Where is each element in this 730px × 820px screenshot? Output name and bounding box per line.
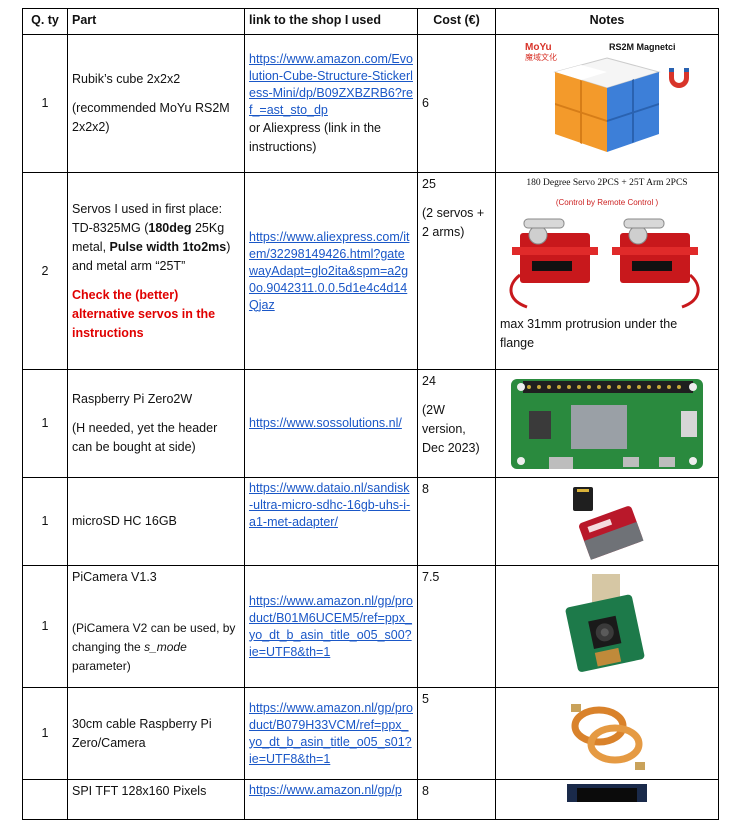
header-link: link to the shop I used <box>244 8 418 35</box>
part-text: ) and metal arm “25T” <box>72 239 231 273</box>
shop-link[interactable]: https://www.sossolutions.nl/ <box>249 416 402 430</box>
header-notes: Notes <box>495 8 719 35</box>
shop-link[interactable]: https://www.aliexpress.com/item/32298149… <box>249 229 410 312</box>
link-cell: https://www.dataio.nl/sandisk-ultra-micr… <box>244 477 418 566</box>
link-cell: https://www.amazon.nl/gp/p <box>244 779 418 820</box>
tft-display-image <box>557 782 657 802</box>
table-row: SPI TFT 128x160 Pixels https://www.amazo… <box>22 779 719 820</box>
qty-cell: 1 <box>22 477 68 566</box>
table-row: 1 Rubik’s cube 2x2x2 (recommended MoYu R… <box>22 34 719 173</box>
table-row: 1 PiCamera V1.3 (PiCamera V2 can be used… <box>22 565 719 688</box>
parts-table: Q. ty Part link to the shop I used Cost … <box>22 8 719 820</box>
header-qty: Q. ty <box>22 8 68 35</box>
part-name: SPI TFT 128x160 Pixels <box>67 779 245 820</box>
part-text: (PiCamera V2 can be used, by changing th… <box>72 621 236 654</box>
cost-value: 25 <box>422 177 436 191</box>
link-cell: https://www.sossolutions.nl/ <box>244 369 418 478</box>
alternative-warning: Check the (better) alternative servos in… <box>72 287 216 340</box>
brand-sublabel: 魔域文化 <box>525 52 557 62</box>
part-text: Servos I used in first place: TD-8325MG … <box>72 201 223 235</box>
servo-image-subtitle: (Control by Remote Control ) <box>556 198 659 207</box>
part-name: Rubik’s cube 2x2x2 <box>72 72 181 86</box>
cost-value: 24 <box>422 374 436 388</box>
part-bold: Pulse width 1to2ms <box>109 239 227 254</box>
servo-image: 180 Degree Servo 2PCS + 25T Arm 2PCS (Co… <box>502 175 712 315</box>
header-row: Q. ty Part link to the shop I used Cost … <box>22 8 719 35</box>
qty-cell: 1 <box>22 34 68 173</box>
product-label: RS2M Magnetci <box>609 42 676 52</box>
part-description: Servos I used in first place: TD-8325MG … <box>72 200 240 276</box>
shop-link[interactable]: https://www.amazon.com/Evolution-Cube-St… <box>249 51 413 117</box>
link-cell: https://www.amazon.com/Evolution-Cube-St… <box>244 34 418 173</box>
notes-cell <box>495 477 719 566</box>
notes-cell <box>495 565 719 688</box>
part-param: s_mode <box>144 640 187 654</box>
qty-cell: 1 <box>22 369 68 478</box>
part-note: (H needed, yet the header can be bought … <box>72 421 218 454</box>
cost-cell: 5 <box>417 687 496 780</box>
qty-cell: 2 <box>22 172 68 370</box>
cost-cell: 24 (2W version, Dec 2023) <box>417 369 496 478</box>
shop-link[interactable]: https://www.dataio.nl/sandisk-ultra-micr… <box>249 481 411 529</box>
part-cell: Servos I used in first place: TD-8325MG … <box>67 172 245 370</box>
rubiks-cube-image: MoYu 魔域文化 RS2M Magnetci <box>519 40 695 168</box>
part-note: (PiCamera V2 can be used, by changing th… <box>72 619 240 676</box>
servo-note: max 31mm protrusion under the flange <box>500 317 678 350</box>
notes-cell <box>495 369 719 478</box>
link-cell: https://www.amazon.nl/gp/product/B01M6UC… <box>244 565 418 688</box>
part-text: 25Kg metal, <box>72 220 225 254</box>
cost-cell: 8 <box>417 779 496 820</box>
part-bold: 180deg <box>148 220 192 235</box>
link-cell: https://www.aliexpress.com/item/32298149… <box>244 172 418 370</box>
microsd-image <box>567 483 647 561</box>
part-name: Raspberry Pi Zero2W <box>72 392 193 406</box>
table-row: 2 Servos I used in first place: TD-8325M… <box>22 172 719 370</box>
part-note: (recommended MoYu RS2M 2x2x2) <box>72 101 230 134</box>
shop-link[interactable]: https://www.amazon.nl/gp/product/B01M6UC… <box>249 593 413 659</box>
notes-cell <box>495 687 719 780</box>
notes-cell: MoYu 魔域文化 RS2M Magnetci <box>495 34 719 173</box>
header-part: Part <box>67 8 245 35</box>
servo-image-title: 180 Degree Servo 2PCS + 25T Arm 2PCS <box>526 178 687 188</box>
table-row: 1 30cm cable Raspberry Pi Zero/Camera ht… <box>22 687 719 780</box>
shop-link[interactable]: https://www.amazon.nl/gp/p <box>249 783 402 797</box>
cost-cell: 8 <box>417 477 496 566</box>
brand-label: MoYu <box>525 42 552 53</box>
header-cost: Cost (€) <box>417 8 496 35</box>
shop-link[interactable]: https://www.amazon.nl/gp/product/B079H33… <box>249 700 413 766</box>
part-name: microSD HC 16GB <box>67 477 245 566</box>
part-cell: Raspberry Pi Zero2W (H needed, yet the h… <box>67 369 245 478</box>
link-note: or Aliexpress (link in the instructions) <box>249 120 382 154</box>
part-name: 30cm cable Raspberry Pi Zero/Camera <box>67 687 245 780</box>
raspberry-pi-image <box>509 375 705 473</box>
part-cell: Rubik’s cube 2x2x2 (recommended MoYu RS2… <box>67 34 245 173</box>
part-text: parameter) <box>72 659 131 673</box>
picamera-image <box>562 572 652 682</box>
part-name: PiCamera V1.3 <box>72 570 157 584</box>
table-row: 1 Raspberry Pi Zero2W (H needed, yet the… <box>22 369 719 478</box>
part-cell: PiCamera V1.3 (PiCamera V2 can be used, … <box>67 565 245 688</box>
qty-cell: 1 <box>22 565 68 688</box>
table-row: 1 microSD HC 16GB https://www.dataio.nl/… <box>22 477 719 566</box>
cost-detail: (2 servos + 2 arms) <box>422 206 485 239</box>
cost-cell: 25 (2 servos + 2 arms) <box>417 172 496 370</box>
cost-cell: 7.5 <box>417 565 496 688</box>
notes-cell: 180 Degree Servo 2PCS + 25T Arm 2PCS (Co… <box>495 172 719 370</box>
qty-cell: 1 <box>22 687 68 780</box>
qty-cell <box>22 779 68 820</box>
link-cell: https://www.amazon.nl/gp/product/B079H33… <box>244 687 418 780</box>
cost-cell: 6 <box>417 34 496 173</box>
ribbon-cable-image <box>565 692 649 776</box>
notes-cell <box>495 779 719 820</box>
cost-detail: (2W version, Dec 2023) <box>422 403 480 455</box>
